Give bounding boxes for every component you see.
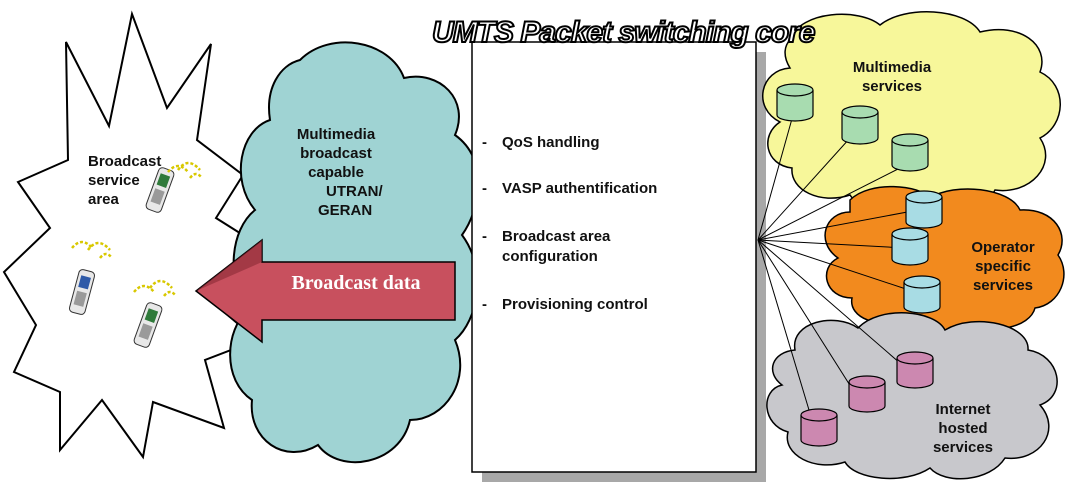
core-box [471,41,757,473]
cloud-label-line: specific [975,258,1031,275]
broadcast-area-label: Broadcast service area [88,152,161,209]
cloud-label-line: services [861,78,923,95]
ran-label-line: broadcast [300,145,372,162]
database-icon-op-1 [905,190,943,229]
database-icon-op-2 [891,227,929,266]
database-icon-mm-3 [891,133,929,172]
core-item-text: VASP authentification [502,180,658,197]
ran-label: Multimedia broadcast capable [276,125,396,182]
core-item-text: Provisioning control [502,296,648,313]
broadcast-data-label: Broadcast data [291,272,421,294]
broadcast-area-starburst [2,10,272,460]
cloud-label-line: Multimedia [852,59,932,76]
ran-label-line: capable [308,164,364,181]
core-item-dash: - [482,134,487,151]
core-item-dash: - [482,180,487,197]
internet-services-cloud [766,312,1058,480]
core-item-text: Broadcast area [502,228,611,245]
ran-label-line: Multimedia [296,126,376,143]
broadcast-data-arrow [194,238,456,344]
core-item-dash: - [482,296,487,313]
cloud-label-line: services [972,277,1034,294]
database-icon-net-3 [800,408,838,447]
broadcast-area-label-line: service [88,172,140,189]
mobile-phone-icon-2 [68,269,96,315]
internet-services-label: Internet hosted services [898,400,1028,457]
core-item-text: QoS handling [502,134,600,151]
cloud-label-line: hosted [938,420,988,437]
ran-label-2: UTRAN/ GERAN [318,182,383,220]
broadcast-area-label-line: area [88,191,119,208]
broadcast-area-label-line: Broadcast [88,153,162,170]
core-title: UMTS Packet switching core [431,15,816,50]
cloud-label-line: Internet [935,401,991,418]
mobile-phone-icon-1 [145,167,175,213]
mobile-phone-icon-3 [133,302,163,348]
operator-services-label: Operator specific services [948,238,1058,295]
signal-waves-icon-2 [71,240,113,259]
database-icon-op-3 [903,275,941,314]
cloud-label-line: Operator [971,239,1035,256]
multimedia-services-label: Multimedia services [832,58,952,96]
cloud-label-line: services [932,439,994,456]
database-icon-net-2 [848,375,886,413]
connection-lines [757,107,919,431]
signal-waves-icon-1 [167,161,203,179]
database-icon-mm-1 [776,83,814,122]
database-icon-net-1 [896,351,934,389]
core-item-text: configuration [502,248,598,265]
ran-cloud [229,41,480,464]
operator-services-cloud [824,185,1065,335]
ran-label-line: UTRAN/ [326,183,383,200]
ran-label-line: GERAN [318,202,373,219]
broadcast-data-arrow-shade [196,240,262,291]
database-icon-mm-2 [841,105,879,145]
signal-waves-icon-3 [133,279,177,297]
core-item-dash: - [482,228,487,245]
